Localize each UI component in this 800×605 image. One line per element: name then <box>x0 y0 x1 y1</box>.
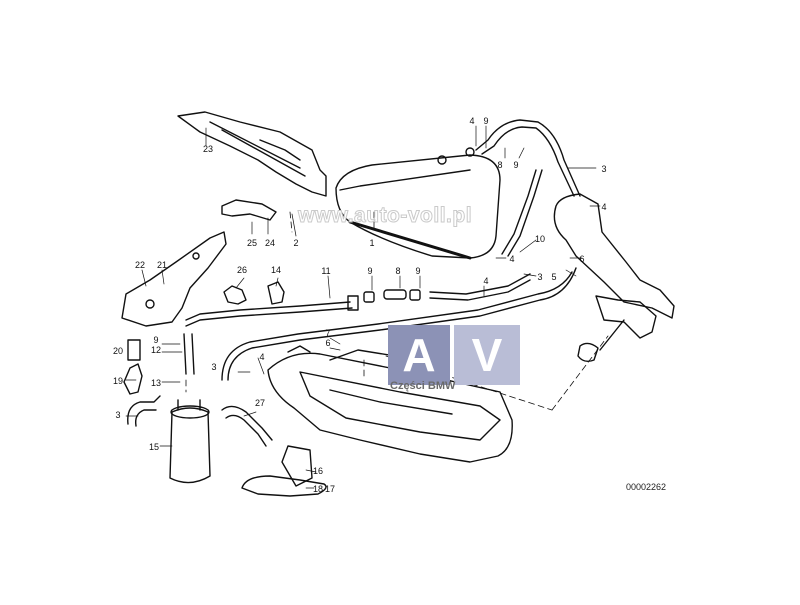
vent-hose-right <box>227 267 577 381</box>
logo-caption: Części BMW <box>390 380 456 392</box>
callout-26: 26 <box>237 265 247 275</box>
diagram-reference-number: 00002262 <box>626 482 667 492</box>
callout-13: 13 <box>151 378 161 388</box>
hose-12 <box>183 333 187 375</box>
callout-15: 15 <box>149 442 159 452</box>
hose-27 <box>221 405 273 441</box>
watermark: www.auto-voll.pl <box>297 204 473 228</box>
callout-9: 9 <box>367 266 372 276</box>
callout-16: 16 <box>313 466 323 476</box>
callout-20: 20 <box>113 346 123 356</box>
strap-bracket <box>281 445 313 487</box>
callout-6: 6 <box>579 254 584 264</box>
charcoal-canister <box>169 407 211 484</box>
callout-9: 9 <box>153 335 158 345</box>
mounting-strap <box>241 475 327 497</box>
callout-6: 6 <box>325 338 330 348</box>
callout-19: 19 <box>113 376 123 386</box>
callout-9: 9 <box>415 266 420 276</box>
callout-3: 3 <box>115 410 120 420</box>
callout-8: 8 <box>497 160 502 170</box>
callout-21: 21 <box>157 260 167 270</box>
callout-4: 4 <box>509 254 514 264</box>
connector-8 <box>383 289 407 300</box>
tank-bracket <box>221 199 277 221</box>
fuel-tank <box>267 352 513 463</box>
callout-3: 3 <box>601 164 606 174</box>
bracket-21 <box>121 231 227 327</box>
pipe-20 <box>127 339 141 361</box>
clip-14 <box>267 281 285 305</box>
logo-letter-v: V <box>454 325 520 385</box>
shop-logo: A V Części BMW <box>388 325 524 392</box>
callout-2: 2 <box>293 238 298 248</box>
filler-neck <box>553 193 675 319</box>
vent-line-11 <box>185 301 351 321</box>
callout-25: 25 <box>247 238 257 248</box>
callout-14: 14 <box>271 265 281 275</box>
callout-7: 7 <box>325 328 330 338</box>
callout-1: 1 <box>369 238 374 248</box>
callout-12: 12 <box>151 345 161 355</box>
hose-top <box>475 119 581 197</box>
vent-hose-middle <box>429 273 531 295</box>
callout-4: 4 <box>483 276 488 286</box>
callout-9: 9 <box>483 116 488 126</box>
callout-17: 17 <box>325 484 335 494</box>
callout-27: 27 <box>255 398 265 408</box>
clip-26 <box>223 285 247 305</box>
callout-18: 18 <box>313 484 323 494</box>
callout-24: 24 <box>265 238 275 248</box>
valve-19 <box>123 363 143 395</box>
callout-11: 11 <box>321 266 330 276</box>
callout-22: 22 <box>135 260 145 270</box>
callout-10: 10 <box>535 234 545 244</box>
callout-23: 23 <box>203 144 213 154</box>
hose-lower-left <box>127 395 161 425</box>
callout-4: 4 <box>259 352 264 362</box>
callout-5: 5 <box>551 272 556 282</box>
callout-4: 4 <box>601 202 606 212</box>
heat-shield <box>177 111 327 197</box>
callout-8: 8 <box>395 266 400 276</box>
callout-9: 9 <box>513 160 518 170</box>
logo-letter-a: A <box>388 325 450 385</box>
callout-3: 3 <box>537 272 542 282</box>
callout-3: 3 <box>211 362 216 372</box>
callout-4: 4 <box>469 116 474 126</box>
